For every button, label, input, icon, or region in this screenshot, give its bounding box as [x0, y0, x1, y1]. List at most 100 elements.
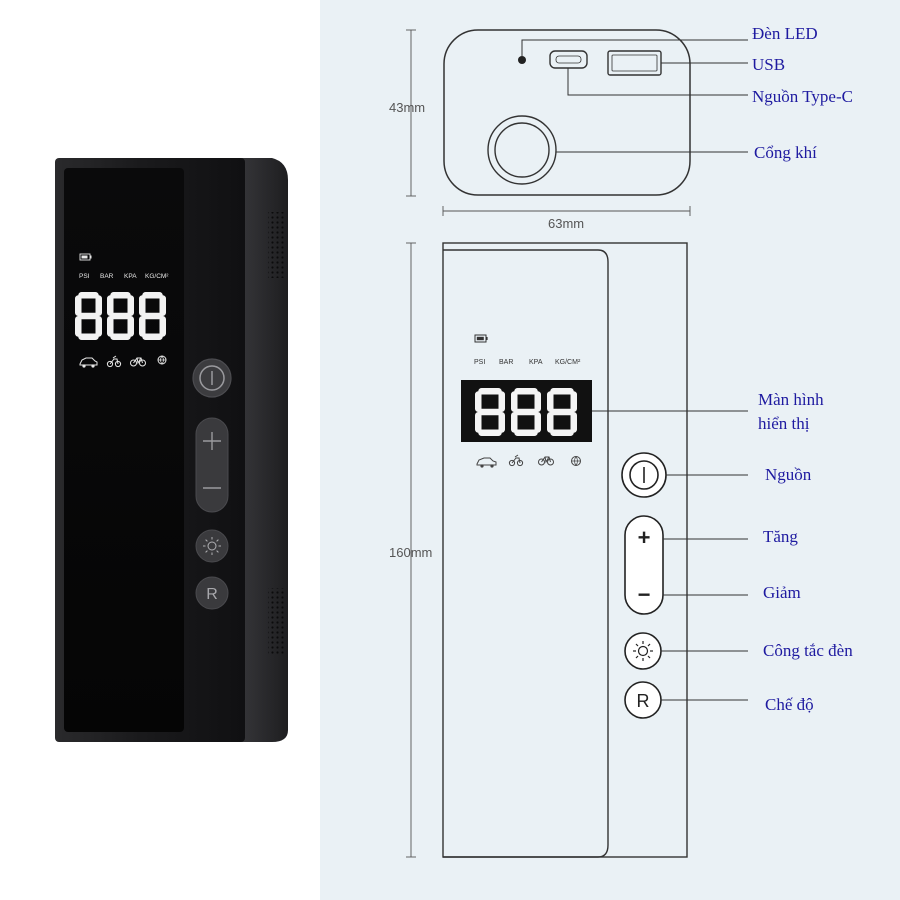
digit-segment — [142, 333, 163, 340]
bicycle-icon — [538, 456, 554, 466]
vent-top — [268, 212, 284, 278]
digit-segment — [142, 312, 163, 320]
car-icon — [476, 457, 497, 468]
digit-segment — [127, 295, 134, 316]
digit-segment — [514, 429, 538, 436]
digit-segment — [534, 391, 541, 412]
digit-segment — [107, 316, 114, 337]
digit-segment — [550, 408, 574, 416]
plus-minus-rocker[interactable] — [624, 515, 664, 615]
bicycle-icon — [130, 357, 146, 367]
digit-segment — [159, 316, 166, 337]
digit-segment — [139, 316, 146, 337]
digit-segment — [511, 412, 518, 433]
digit — [75, 292, 102, 340]
digit-segment — [75, 295, 82, 316]
unit-label-photo: PSI — [79, 273, 90, 280]
callout-decrease: Giảm — [763, 583, 801, 602]
callout-screen: Màn hình — [758, 390, 824, 409]
callout-power: Nguồn — [765, 465, 812, 484]
unit-label: KPA — [529, 359, 543, 366]
dim-length-label: 160mm — [389, 545, 432, 560]
digit-segment — [475, 391, 482, 412]
vent-bottom — [268, 588, 284, 654]
digit-segment — [110, 312, 131, 320]
callout-screen-line2: hiển thị — [758, 414, 810, 433]
digit-segment — [547, 412, 554, 433]
callout-increase: Tăng — [763, 527, 798, 546]
car-icon — [79, 357, 98, 368]
top-view: Đèn LED USB Nguồn Type-C Cổng khí 43mm 6… — [389, 24, 853, 231]
unit-label-photo: KPA — [124, 273, 137, 280]
motorbike-icon — [508, 454, 524, 467]
digit-segment — [547, 391, 554, 412]
digit-segment — [139, 295, 146, 316]
digit-segment — [534, 412, 541, 433]
digit-segment — [78, 312, 99, 320]
digit-segment — [110, 292, 131, 299]
light-button[interactable] — [624, 632, 662, 670]
battery-icon — [474, 334, 488, 343]
mode-button-label: R — [637, 691, 650, 711]
digit-segment — [159, 295, 166, 316]
digit-segment — [478, 408, 502, 416]
dim-height-label: 43mm — [389, 100, 425, 115]
front-view: PSI BAR KPA KG/CM² — [389, 242, 853, 858]
motorbike-icon — [106, 355, 122, 368]
callout-typec: Nguồn Type-C — [752, 87, 853, 106]
digit-segment — [570, 412, 577, 433]
callout-light-switch: Công tắc đèn — [763, 641, 853, 660]
device-screen-glass — [64, 168, 184, 732]
front-screen-outline — [443, 249, 609, 858]
callout-air-port: Cổng khí — [754, 143, 817, 162]
plus-button[interactable]: + — [638, 525, 651, 550]
air-port — [487, 115, 557, 185]
digit-segment — [475, 412, 482, 433]
mode-button[interactable]: R — [624, 681, 662, 719]
ball-icon — [571, 456, 581, 466]
digit-segment — [127, 316, 134, 337]
dim-width-label: 63mm — [548, 216, 584, 231]
light-button-photo[interactable] — [195, 529, 229, 563]
digit-segment — [142, 292, 163, 299]
digit — [511, 388, 541, 436]
digit-segment — [514, 408, 538, 416]
digit-segment — [95, 295, 102, 316]
digit-segment — [478, 429, 502, 436]
power-button[interactable] — [621, 452, 667, 498]
battery-icon-photo — [79, 253, 92, 261]
diagram-panel — [320, 0, 900, 900]
mode-button-photo[interactable]: R — [195, 576, 229, 610]
ball-icon — [157, 355, 167, 365]
digit-segment — [110, 333, 131, 340]
mode-button-label: R — [206, 586, 218, 603]
unit-label: PSI — [474, 359, 485, 366]
digit-segment — [78, 292, 99, 299]
digit — [107, 292, 134, 340]
device-photo: PSI BAR KPA KG/CM² — [55, 158, 288, 742]
unit-label-photo: BAR — [100, 273, 114, 280]
digit — [547, 388, 577, 436]
plus-minus-rocker-photo[interactable] — [195, 417, 229, 513]
digit-display-photo — [75, 292, 166, 340]
digit-segment — [95, 316, 102, 337]
minus-button[interactable]: − — [638, 582, 651, 607]
power-button-photo[interactable] — [192, 358, 232, 398]
digit-segment — [498, 391, 505, 412]
digit-segment — [498, 412, 505, 433]
unit-label: BAR — [499, 359, 513, 366]
digit-segment — [550, 429, 574, 436]
callout-mode: Chế độ — [765, 695, 814, 714]
digit-segment — [550, 388, 574, 395]
digit-segment — [514, 388, 538, 395]
digit-segment — [75, 316, 82, 337]
top-view-outline — [443, 29, 691, 196]
digit — [475, 388, 505, 436]
led-dot — [518, 56, 526, 64]
digit-segment — [478, 388, 502, 395]
digit-segment — [570, 391, 577, 412]
digit — [139, 292, 166, 340]
callout-usb: USB — [752, 55, 785, 74]
callout-line-typec — [567, 68, 748, 96]
